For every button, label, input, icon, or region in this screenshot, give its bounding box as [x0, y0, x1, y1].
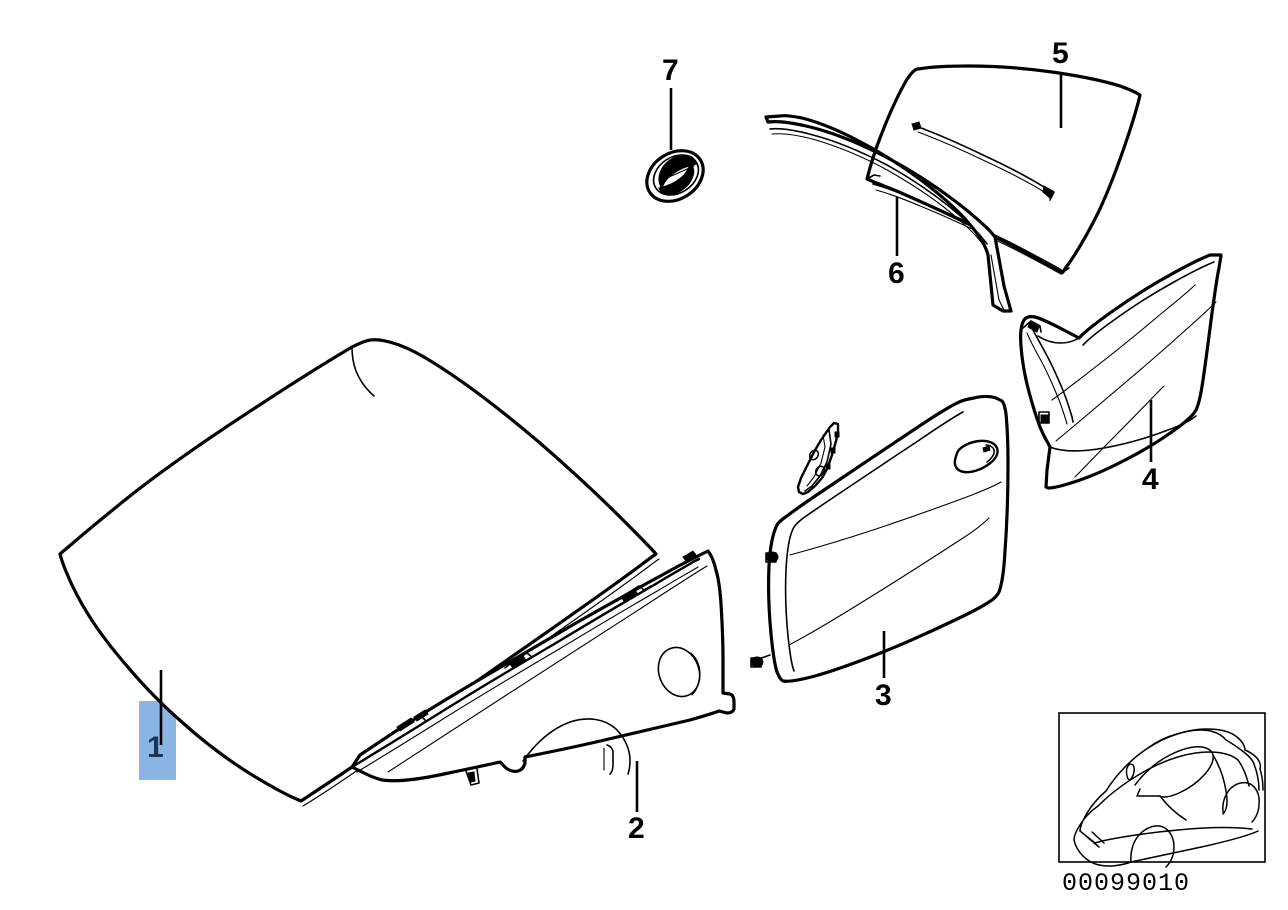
callout-number-4[interactable]: 4 [1142, 463, 1159, 496]
callout-number-2[interactable]: 2 [628, 812, 645, 845]
part-roof-side-rail[interactable] [764, 114, 1013, 313]
part-engine-hood[interactable] [58, 338, 660, 807]
callout-number-3[interactable]: 3 [875, 679, 892, 712]
callout-number-1[interactable]: 1 [147, 731, 164, 764]
vehicle-overview-thumbnail[interactable]: 00099010 [1058, 712, 1266, 898]
highlight-box-part-1[interactable] [139, 701, 176, 780]
diagram-id-label: 00099010 [1062, 869, 1190, 898]
callout-number-6[interactable]: 6 [888, 257, 905, 290]
part-quarter-panel[interactable] [1019, 253, 1223, 490]
part-front-door[interactable] [750, 394, 1010, 683]
part-emblem-badge[interactable] [637, 140, 712, 211]
part-front-fender[interactable] [350, 549, 736, 786]
callout-number-7[interactable]: 7 [662, 54, 679, 87]
callout-number-5[interactable]: 5 [1052, 37, 1069, 70]
